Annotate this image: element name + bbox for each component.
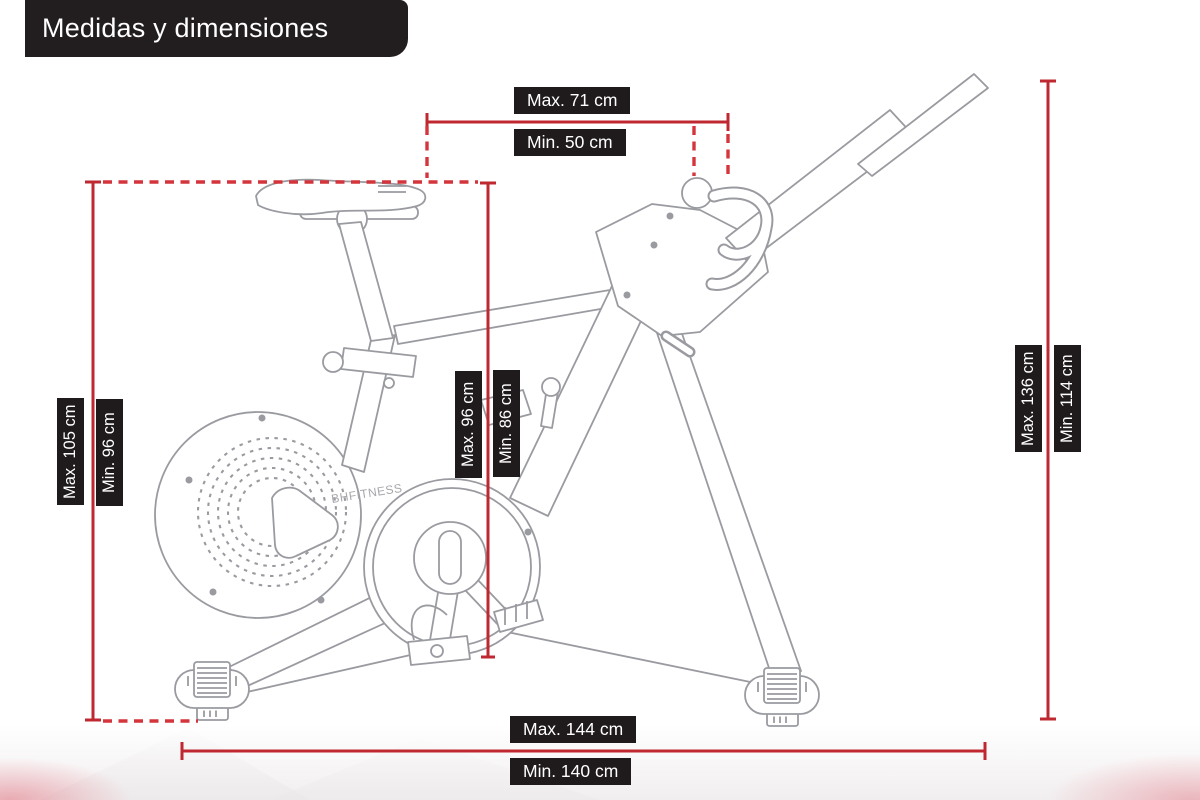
label-handlebar-height-min: Min. 86 cm — [493, 370, 520, 477]
hand-grip-inner — [707, 188, 772, 289]
front-foot — [744, 667, 820, 727]
label-saddle-height-max: Max. 105 cm — [57, 398, 84, 505]
dim-handlebar-height-line — [480, 181, 496, 659]
label-handlebar-height-max: Max. 96 cm — [455, 371, 482, 478]
adjust-knob — [681, 177, 713, 209]
label-handlebar-width-max: Max. 71 cm — [514, 87, 631, 114]
front-stay — [467, 623, 761, 685]
corner-accent-left — [0, 758, 130, 800]
dim-overall-height-line — [1040, 79, 1056, 721]
label-overall-length-max: Max. 144 cm — [510, 716, 637, 743]
saddle-assembly — [255, 178, 427, 389]
front-leg — [645, 299, 802, 681]
label-overall-height-min: Min. 114 cm — [1054, 345, 1081, 452]
dim-saddle-height-line — [85, 180, 101, 722]
title-bar: Medidas y dimensiones — [25, 0, 408, 57]
page-title: Medidas y dimensiones — [42, 13, 329, 43]
seat-post — [338, 221, 394, 342]
label-saddle-height-min: Min. 96 cm — [96, 399, 123, 506]
rear-foot — [174, 661, 250, 721]
bike-drawing: BHFITNESS — [154, 73, 989, 727]
rear-stay — [246, 648, 438, 693]
dim-overall-length-line — [180, 742, 987, 760]
extension-post — [857, 73, 989, 177]
post-clamp — [340, 347, 417, 378]
corner-accent-right — [1050, 754, 1200, 800]
label-overall-length-min: Min. 140 cm — [510, 758, 632, 785]
flywheel — [154, 411, 362, 619]
handlebar-assembly — [595, 73, 989, 358]
saddle — [255, 178, 427, 216]
label-handlebar-width-min: Min. 50 cm — [514, 129, 626, 156]
crank-assembly — [363, 478, 544, 666]
dimension-lines — [85, 79, 1056, 760]
label-overall-height-max: Max. 136 cm — [1015, 345, 1042, 452]
